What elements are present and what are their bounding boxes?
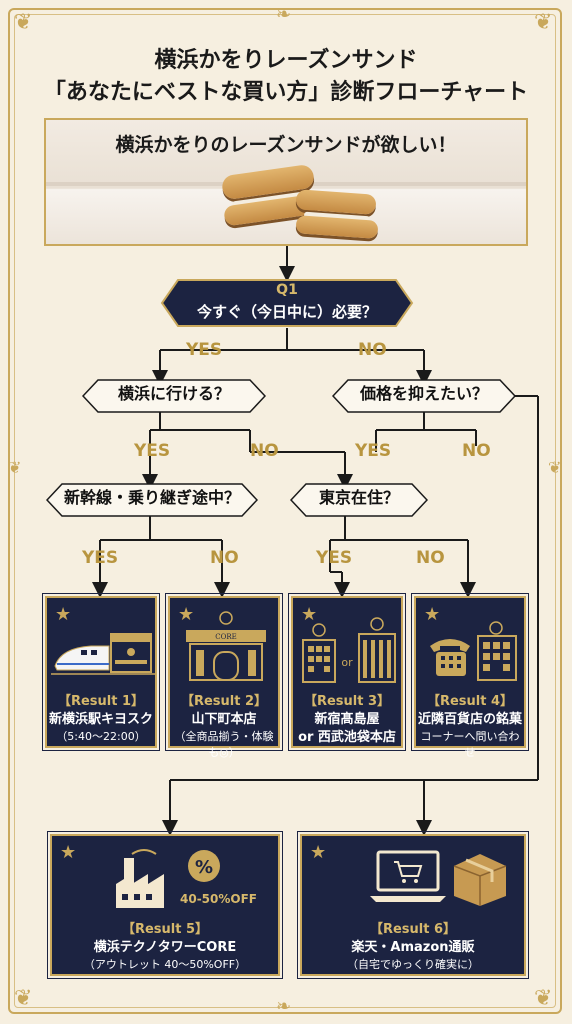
or-text: or (341, 656, 353, 669)
star-icon: ★ (310, 842, 327, 863)
bottom-ornament-icon: ❧ (276, 996, 292, 1017)
question-price-text: 価格を抑えたい？ (359, 384, 488, 403)
star-icon: ★ (301, 604, 318, 625)
page-title-line2: 「あなたにベストな買い方」診断フローチャート (43, 80, 529, 105)
no-label: NO (462, 441, 491, 461)
yes-label: YES (186, 340, 223, 360)
result-2-name: 山下町本店 (191, 712, 257, 727)
result-1-name: 新横浜駅キヨスク (48, 712, 153, 727)
factory-outlet-icon: % (116, 849, 220, 908)
phone-store-icon (430, 621, 517, 681)
main-store-icon: CORE (186, 611, 266, 681)
question-shinkansen: 新幹線・乗り継ぎ途中？ (46, 483, 258, 517)
q1-node: Q1 今すぐ（今日中に）必要？ (160, 278, 414, 328)
no-label: NO (210, 548, 239, 568)
result-6-sub: （自宅でゆっくり確実に） (347, 958, 479, 971)
yes-label: YES (134, 441, 171, 461)
result-2-title: 【Result 2】 (180, 694, 268, 709)
no-label: NO (358, 340, 387, 360)
corner-ornament-icon: ❦ (14, 986, 33, 1011)
corner-ornament-icon: ❦ (534, 10, 553, 35)
top-ornament-icon: ❧ (276, 4, 292, 25)
question-shinkansen-text: 新幹線・乗り継ぎ途中？ (63, 488, 240, 507)
result-6-name: 楽天・Amazon通販 (351, 940, 475, 955)
yes-label: YES (82, 548, 119, 568)
result-6-card: ★ 【Result 6】 楽天・Amazon通販 （自宅でゆっくり確実に） (297, 831, 529, 979)
star-icon: ★ (178, 604, 195, 625)
star-icon: ★ (55, 604, 72, 625)
yes-label: YES (316, 548, 353, 568)
result-5-sub: （アウトレット 40〜50%OFF） (83, 958, 247, 971)
question-price: 価格を抑えたい？ (332, 379, 516, 413)
hero-banner: 横浜かをりのレーズンサンドが欲しい！ (44, 118, 528, 246)
star-icon: ★ (60, 842, 77, 863)
result-1-card: ★ 【Result 1】 新横浜駅キヨスク （5:40〜22:00） (42, 593, 160, 751)
inner-frame (14, 14, 556, 1008)
outer-frame (8, 8, 562, 1014)
result-5-card: ★ % 40-50%OFF 【Result 5】 横浜テクノタワーCORE （ア… (47, 831, 283, 979)
question-yokohama-text: 横浜に行ける？ (117, 384, 230, 403)
result-3-sub: or 西武池袋本店 (298, 730, 396, 745)
no-label: NO (250, 441, 279, 461)
result-3-name: 新宿髙島屋 (314, 712, 380, 727)
package-box-icon (453, 854, 507, 906)
result-5-title: 【Result 5】 (121, 922, 209, 937)
result-4-title: 【Result 4】 (426, 694, 514, 709)
corner-ornament-icon: ❦ (534, 986, 553, 1011)
result-6-title: 【Result 6】 (369, 922, 457, 937)
store-mark-text: CORE (215, 633, 236, 641)
percent-text: % (195, 857, 213, 878)
result-2-sub: （全商品揃う・体験も◎） (174, 730, 274, 759)
result-4-name: 近隣百貨店の銘菓 (417, 712, 522, 727)
question-yokohama: 横浜に行ける？ (82, 379, 266, 413)
result-2-card: ★ CORE 【Result 2】 山下町本店 （全商品揃う・体験も◎） (165, 593, 283, 759)
result-5-badge: 40-50%OFF (180, 892, 257, 906)
question-tokyo: 東京在住？ (290, 483, 428, 517)
no-label: NO (416, 548, 445, 568)
result-5-name: 横浜テクノタワーCORE (93, 940, 237, 955)
corner-ornament-icon: ❦ (14, 10, 33, 35)
side-ornament-icon: ❦ (8, 458, 22, 477)
result-3-title: 【Result 3】 (303, 694, 391, 709)
q1-text: 今すぐ（今日中に）必要？ (196, 303, 377, 321)
result-4-card: ★ 【Result 4】 近隣百貨店の銘菓 コーナーへ問い合わせ (411, 593, 529, 759)
side-ornament-icon: ❦ (548, 458, 562, 477)
shinkansen-kiosk-icon (51, 633, 155, 675)
hero-text: 横浜かをりのレーズンサンドが欲しい！ (115, 134, 457, 156)
q1-label: Q1 (276, 282, 298, 298)
result-1-title: 【Result 1】 (57, 694, 145, 709)
result-4-sub: コーナーへ問い合わせ (420, 730, 520, 759)
result-3-card: ★ or 【Result 3】 新宿髙島屋 or 西武池袋本店 (288, 593, 406, 751)
department-stores-icon: or (302, 617, 396, 683)
laptop-cart-icon (370, 850, 446, 902)
yes-label: YES (355, 441, 392, 461)
question-tokyo-text: 東京在住？ (318, 488, 399, 507)
result-1-sub: （5:40〜22:00） (56, 730, 146, 743)
page-title-line1: 横浜かをりレーズンサンド (154, 48, 418, 73)
star-icon: ★ (424, 604, 441, 625)
